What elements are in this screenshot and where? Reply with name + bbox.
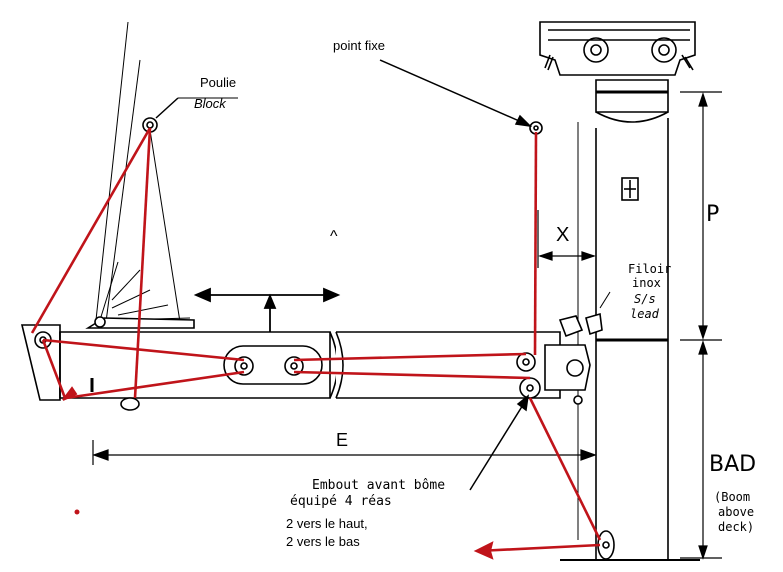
poulie-label: Poulie <box>200 75 237 90</box>
arrow-icon <box>62 386 494 560</box>
inox-label: inox <box>632 276 661 290</box>
bad-note-line3: deck) <box>718 520 755 534</box>
embout-label-line3: 2 vers le haut, <box>286 516 368 531</box>
ss-label: S/s <box>634 292 656 306</box>
double-arrow-icon <box>193 287 341 332</box>
bad-note-line2: above <box>718 505 755 519</box>
embout-label-line1: Embout avant bôme <box>312 478 446 493</box>
dimension-lines <box>92 91 722 560</box>
sail-outline <box>95 21 191 323</box>
lead-label: lead <box>630 307 659 321</box>
caret-mark: ^ <box>330 228 338 245</box>
point-fixe-label: point fixe <box>333 38 386 53</box>
dimension-bad-label: BAD <box>709 452 757 477</box>
pulley-icon <box>34 117 543 399</box>
leader-lines <box>155 59 611 491</box>
dimension-e-label: E <box>336 430 349 450</box>
embout-label-line4: 2 vers le bas <box>286 534 360 549</box>
mast <box>539 21 700 561</box>
filoir-label: Filoir <box>628 262 672 276</box>
block-label: Block <box>194 96 226 111</box>
dimension-p-label: P <box>706 202 720 227</box>
bad-note-line1: (Boom <box>714 490 751 504</box>
control-line <box>30 127 602 553</box>
embout-label-line2: équipé 4 réas <box>290 494 392 509</box>
dimension-x-label: X <box>556 224 570 246</box>
